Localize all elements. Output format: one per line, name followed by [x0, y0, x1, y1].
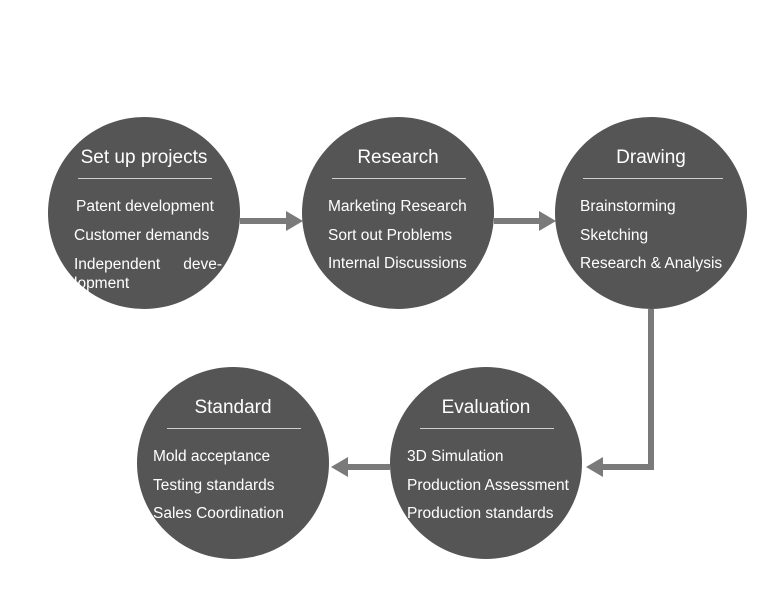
step-item: Internal Discussions: [328, 255, 467, 272]
title-divider: [583, 178, 723, 179]
step-item-list: Patent development Customer demands Inde…: [74, 193, 222, 293]
step-title: Standard: [194, 397, 272, 418]
step-item: Research & Analysis: [580, 255, 723, 272]
arrowhead-left-icon: [586, 457, 603, 477]
arrowhead-left-icon: [331, 457, 348, 477]
step-item-list: 3D Simulation Production Assessment Prod…: [407, 443, 587, 529]
step-item-list: Marketing Research Sort out Problems Int…: [328, 193, 488, 279]
step-research: Research Marketing Research Sort out Pro…: [302, 117, 494, 309]
step-title: Evaluation: [441, 397, 531, 418]
title-divider: [332, 178, 466, 179]
title-divider: [420, 428, 554, 429]
step-evaluation: Evaluation 3D Simulation Production Asse…: [390, 367, 582, 559]
step-item: Marketing Research: [328, 198, 467, 215]
step-item: Sales Coordination: [153, 505, 284, 522]
arrowhead-right-icon: [286, 211, 303, 231]
step-standard: Standard Mold acceptance Testing standar…: [137, 367, 329, 559]
step-item: Patent development: [76, 198, 214, 215]
step-item: Production Assessment: [407, 476, 569, 494]
step-item-list: Brainstorming Sketching Research & Analy…: [580, 193, 755, 279]
title-divider: [78, 178, 212, 179]
title-divider: [167, 428, 301, 429]
step-drawing: Drawing Brainstorming Sketching Research…: [555, 117, 747, 309]
connector-drawing-to-evaluation: [600, 309, 654, 470]
step-item: Sketching: [580, 226, 649, 244]
step-item: 3D Simulation: [407, 448, 504, 465]
step-title: Set up projects: [80, 147, 208, 168]
step-item-list: Mold acceptance Testing standards Sales …: [153, 443, 323, 529]
step-item: Brainstorming: [580, 198, 676, 215]
step-item: Sort out Problems: [328, 226, 453, 244]
step-item: Independent deve- lopment: [74, 256, 222, 292]
step-set-up-projects: Set up projects Patent development Custo…: [48, 117, 240, 309]
step-item: Testing standards: [153, 476, 275, 494]
step-item: Customer demands: [74, 226, 210, 244]
step-item: Mold acceptance: [153, 448, 271, 465]
step-title: Research: [357, 147, 439, 168]
step-title: Drawing: [616, 147, 686, 168]
arrowhead-right-icon: [539, 211, 556, 231]
step-item: Production standards: [407, 505, 554, 522]
